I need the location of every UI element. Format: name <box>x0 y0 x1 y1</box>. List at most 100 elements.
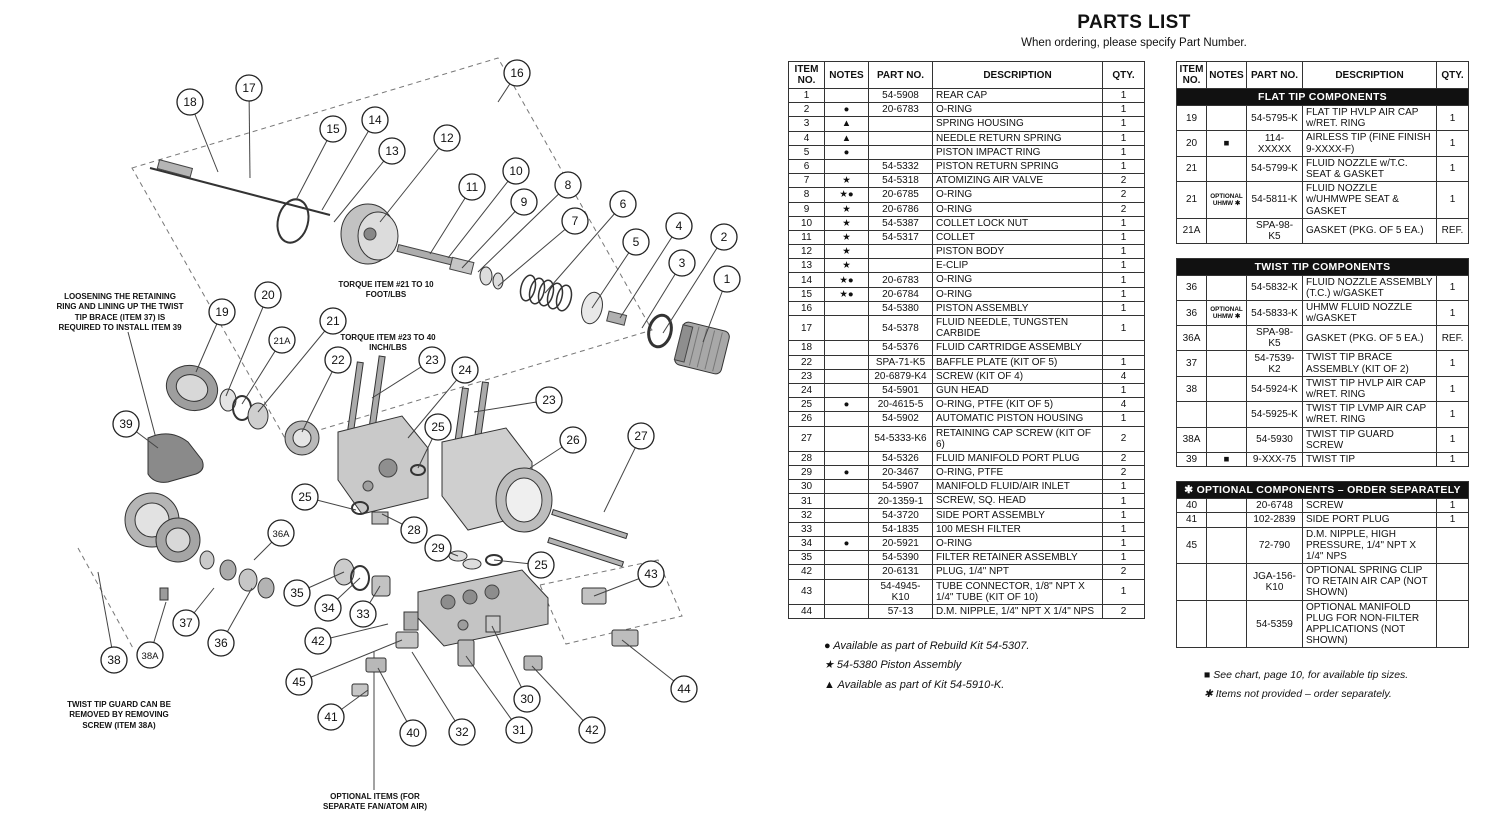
cell-desc: O-RING <box>932 102 1103 118</box>
callout-balloon-36A: 36A <box>267 519 295 547</box>
cell-qty: 1 <box>1102 411 1145 427</box>
cell-qty: 1 <box>1102 244 1145 260</box>
cell-qty: 2 <box>1102 173 1145 189</box>
cell-qty: 4 <box>1102 397 1145 413</box>
cell-item: 10 <box>788 215 825 231</box>
cell-notes: OPTIONAL UHMW ✱ <box>1206 181 1247 219</box>
callout-balloon-42: 42 <box>304 627 332 655</box>
cell-desc: PISTON IMPACT RING <box>932 144 1103 160</box>
cell-qty: 1 <box>1102 479 1145 495</box>
svg-text:23: 23 <box>425 353 439 367</box>
cell-part: 54-5332 <box>868 158 933 175</box>
cell-qty: 1 <box>1102 215 1145 231</box>
cell-notes: ● <box>824 397 869 413</box>
annotation-twist-tip-guard: TWIST TIP GUARD CAN BE REMOVED BY REMOVI… <box>67 700 171 730</box>
cell-notes <box>824 87 869 104</box>
callout-balloon-12: 12 <box>433 124 461 152</box>
cell-part: 54-5799-K <box>1246 155 1303 183</box>
callout-balloon-21: 21 <box>319 307 347 335</box>
cell-part: 54-5832-K <box>1246 274 1303 302</box>
cell-desc: TUBE CONNECTOR, 1/8" NPT X 1/4" TUBE (KI… <box>932 578 1103 605</box>
cell-item: 23 <box>788 368 825 384</box>
cell-notes <box>824 340 869 356</box>
cell-qty: 1 <box>1102 258 1145 274</box>
svg-text:7: 7 <box>572 214 579 228</box>
callout-balloon-9: 9 <box>510 188 538 216</box>
cell-notes <box>824 479 869 495</box>
svg-text:27: 27 <box>634 429 648 443</box>
svg-text:21: 21 <box>326 314 340 328</box>
cell-part <box>868 144 933 160</box>
cell-part: 54-5811-K <box>1246 181 1303 219</box>
cell-part: 54-1835 <box>868 521 933 538</box>
cell-qty: 1 <box>1435 401 1470 428</box>
section-band-row: ✱ OPTIONAL COMPONENTS – ORDER SEPARATELY <box>1175 481 1470 500</box>
cell-item: 8 <box>788 187 825 203</box>
cell-item: 44 <box>788 603 825 620</box>
svg-text:32: 32 <box>455 725 469 739</box>
cell-desc: COLLET <box>932 229 1103 246</box>
callout-balloon-6: 6 <box>609 190 637 218</box>
cell-notes: ▲ <box>824 116 869 132</box>
cell-desc: FLUID MANIFOLD PORT PLUG <box>932 450 1103 467</box>
cell-desc: TWIST TIP BRACE ASSEMBLY (KIT OF 2) <box>1302 350 1437 377</box>
section-band-row: FLAT TIP COMPONENTS <box>1176 88 1469 106</box>
cell-item: 30 <box>788 479 825 495</box>
cell-desc: REAR CAP <box>932 87 1103 104</box>
cell-qty: 2 <box>1102 450 1145 467</box>
cell-part: 54-5317 <box>868 229 933 246</box>
cell-part: 54-5907 <box>868 479 933 495</box>
cell-notes <box>1206 401 1247 428</box>
cell-item: 22 <box>788 354 825 370</box>
cell-notes <box>824 300 869 317</box>
cell-desc: PISTON ASSEMBLY <box>932 300 1103 317</box>
cell-part: 54-3720 <box>868 507 933 523</box>
callout-balloon-28: 28 <box>400 516 428 544</box>
cell-part: 9-XXX-75 <box>1246 451 1303 468</box>
cell-part: 20-6879-K4 <box>868 368 933 384</box>
cell-part: 54-7539-K2 <box>1246 350 1303 377</box>
cell-part: 54-5387 <box>868 215 933 231</box>
cell-desc: D.M. NIPPLE, HIGH PRESSURE, 1/4" NPT X 1… <box>1302 526 1437 565</box>
cell-part: 20-6748 <box>1246 498 1303 514</box>
cell-notes: ★● <box>824 286 869 302</box>
cell-desc: SPRING HOUSING <box>932 116 1103 132</box>
annotation-torque-item-23: TORQUE ITEM #23 TO 40 INCH/LBS <box>340 333 436 353</box>
cell-desc: O-RING <box>932 272 1103 288</box>
cell-item: 2 <box>788 102 825 118</box>
callout-balloon-37: 37 <box>172 609 200 637</box>
cell-item: 38A <box>1176 426 1207 453</box>
cell-part: 20-5921 <box>868 535 933 552</box>
svg-text:43: 43 <box>644 567 658 581</box>
cell-desc: GASKET (PKG. OF 5 EA.) <box>1302 217 1437 244</box>
callout-balloon-19: 19 <box>208 298 236 326</box>
cell-desc: O-RING, PTFE (KIT OF 5) <box>932 397 1103 413</box>
cell-item: 3 <box>788 116 825 132</box>
cell-qty <box>1102 340 1145 356</box>
column-header-notes: NOTES <box>824 61 869 89</box>
cell-desc: FLUID NEEDLE, TUNGSTEN CARBIDE <box>932 314 1103 342</box>
callout-balloon-1: 1 <box>713 265 741 293</box>
svg-text:37: 37 <box>179 616 193 630</box>
cell-item: 45 <box>1176 526 1207 565</box>
cell-item: 24 <box>788 382 825 399</box>
column-header-qty: QTY. <box>1436 61 1469 89</box>
part-shapes <box>77 57 730 790</box>
column-header-part: PART NO. <box>868 61 933 89</box>
callout-balloon-34: 34 <box>314 594 342 622</box>
cell-part: 54-4945-K10 <box>868 578 933 605</box>
cell-item: 16 <box>788 300 825 317</box>
svg-text:40: 40 <box>406 726 420 740</box>
